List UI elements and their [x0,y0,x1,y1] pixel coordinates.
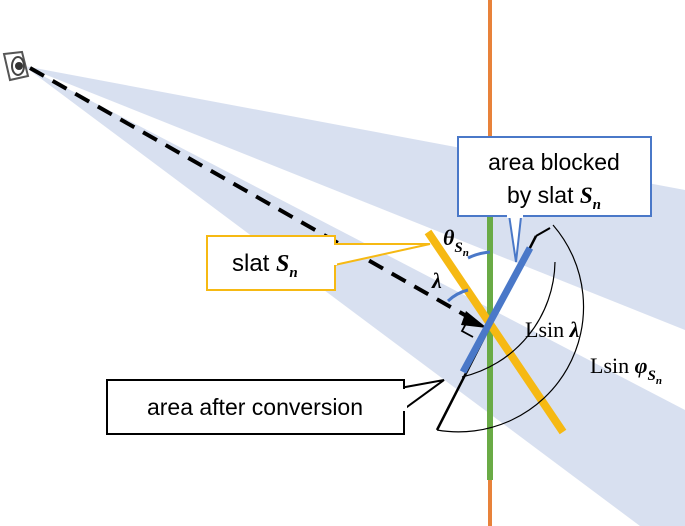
callout-area-blocked-line2: by slat Sn [507,182,601,213]
callout-slat-box [206,235,336,291]
theta-subsub: n [463,247,469,259]
theta-sub: S [454,240,462,256]
eye-icon [2,50,30,82]
callout-area-after-text: area after conversion [147,394,363,420]
callout-slat-subscript: n [289,265,297,281]
callout-slat-text: slat Sn [232,250,298,281]
callout-area-blocked-subscript: n [593,197,601,213]
callout-area-after-box [106,379,405,435]
blocked-area-segment [459,246,534,374]
sight-line-arrowhead [461,311,487,328]
lsin-phi-sub: S [648,368,656,384]
callout-area-blocked-line1: area blocked [488,149,620,175]
lambda-arc [446,288,469,303]
lsin-phi-prefix: Lsin [590,353,635,378]
lower-beam [24,66,685,526]
lsin-lambda-symbol: λ [569,317,580,342]
lsin-phi-subsub: n [656,375,662,387]
lambda-label: λ [431,268,442,293]
callout-area-blocked-symbol: S [580,183,593,208]
lsin-phi-arc [436,224,585,433]
lsin-lambda-prefix: Lsin [525,317,570,342]
right-angle-marker [460,319,474,338]
lsin-phi-label: Lsin φSn [590,353,662,387]
sight-line [29,66,471,320]
callout-area-blocked: area blocked by slat Sn [457,136,652,263]
callout-slat-prefix: slat [232,250,276,277]
theta-arc [467,250,491,260]
callout-slat: slat Sn [206,235,431,291]
callout-area-after: area after conversion [106,379,445,435]
callout-area-blocked-prefix: by slat [507,182,580,208]
callout-slat-symbol: S [276,251,289,277]
lsin-lambda-label: Lsin λ [525,317,580,342]
projection-line-upper [535,227,551,237]
lambda-symbol: λ [431,268,442,293]
lsin-phi-symbol: φ [635,353,648,378]
callout-area-blocked-box [457,136,652,217]
lsin-lambda-arc [461,261,556,378]
theta-label: θSn [443,225,469,259]
theta-symbol: θ [443,225,455,250]
slat [424,229,567,435]
